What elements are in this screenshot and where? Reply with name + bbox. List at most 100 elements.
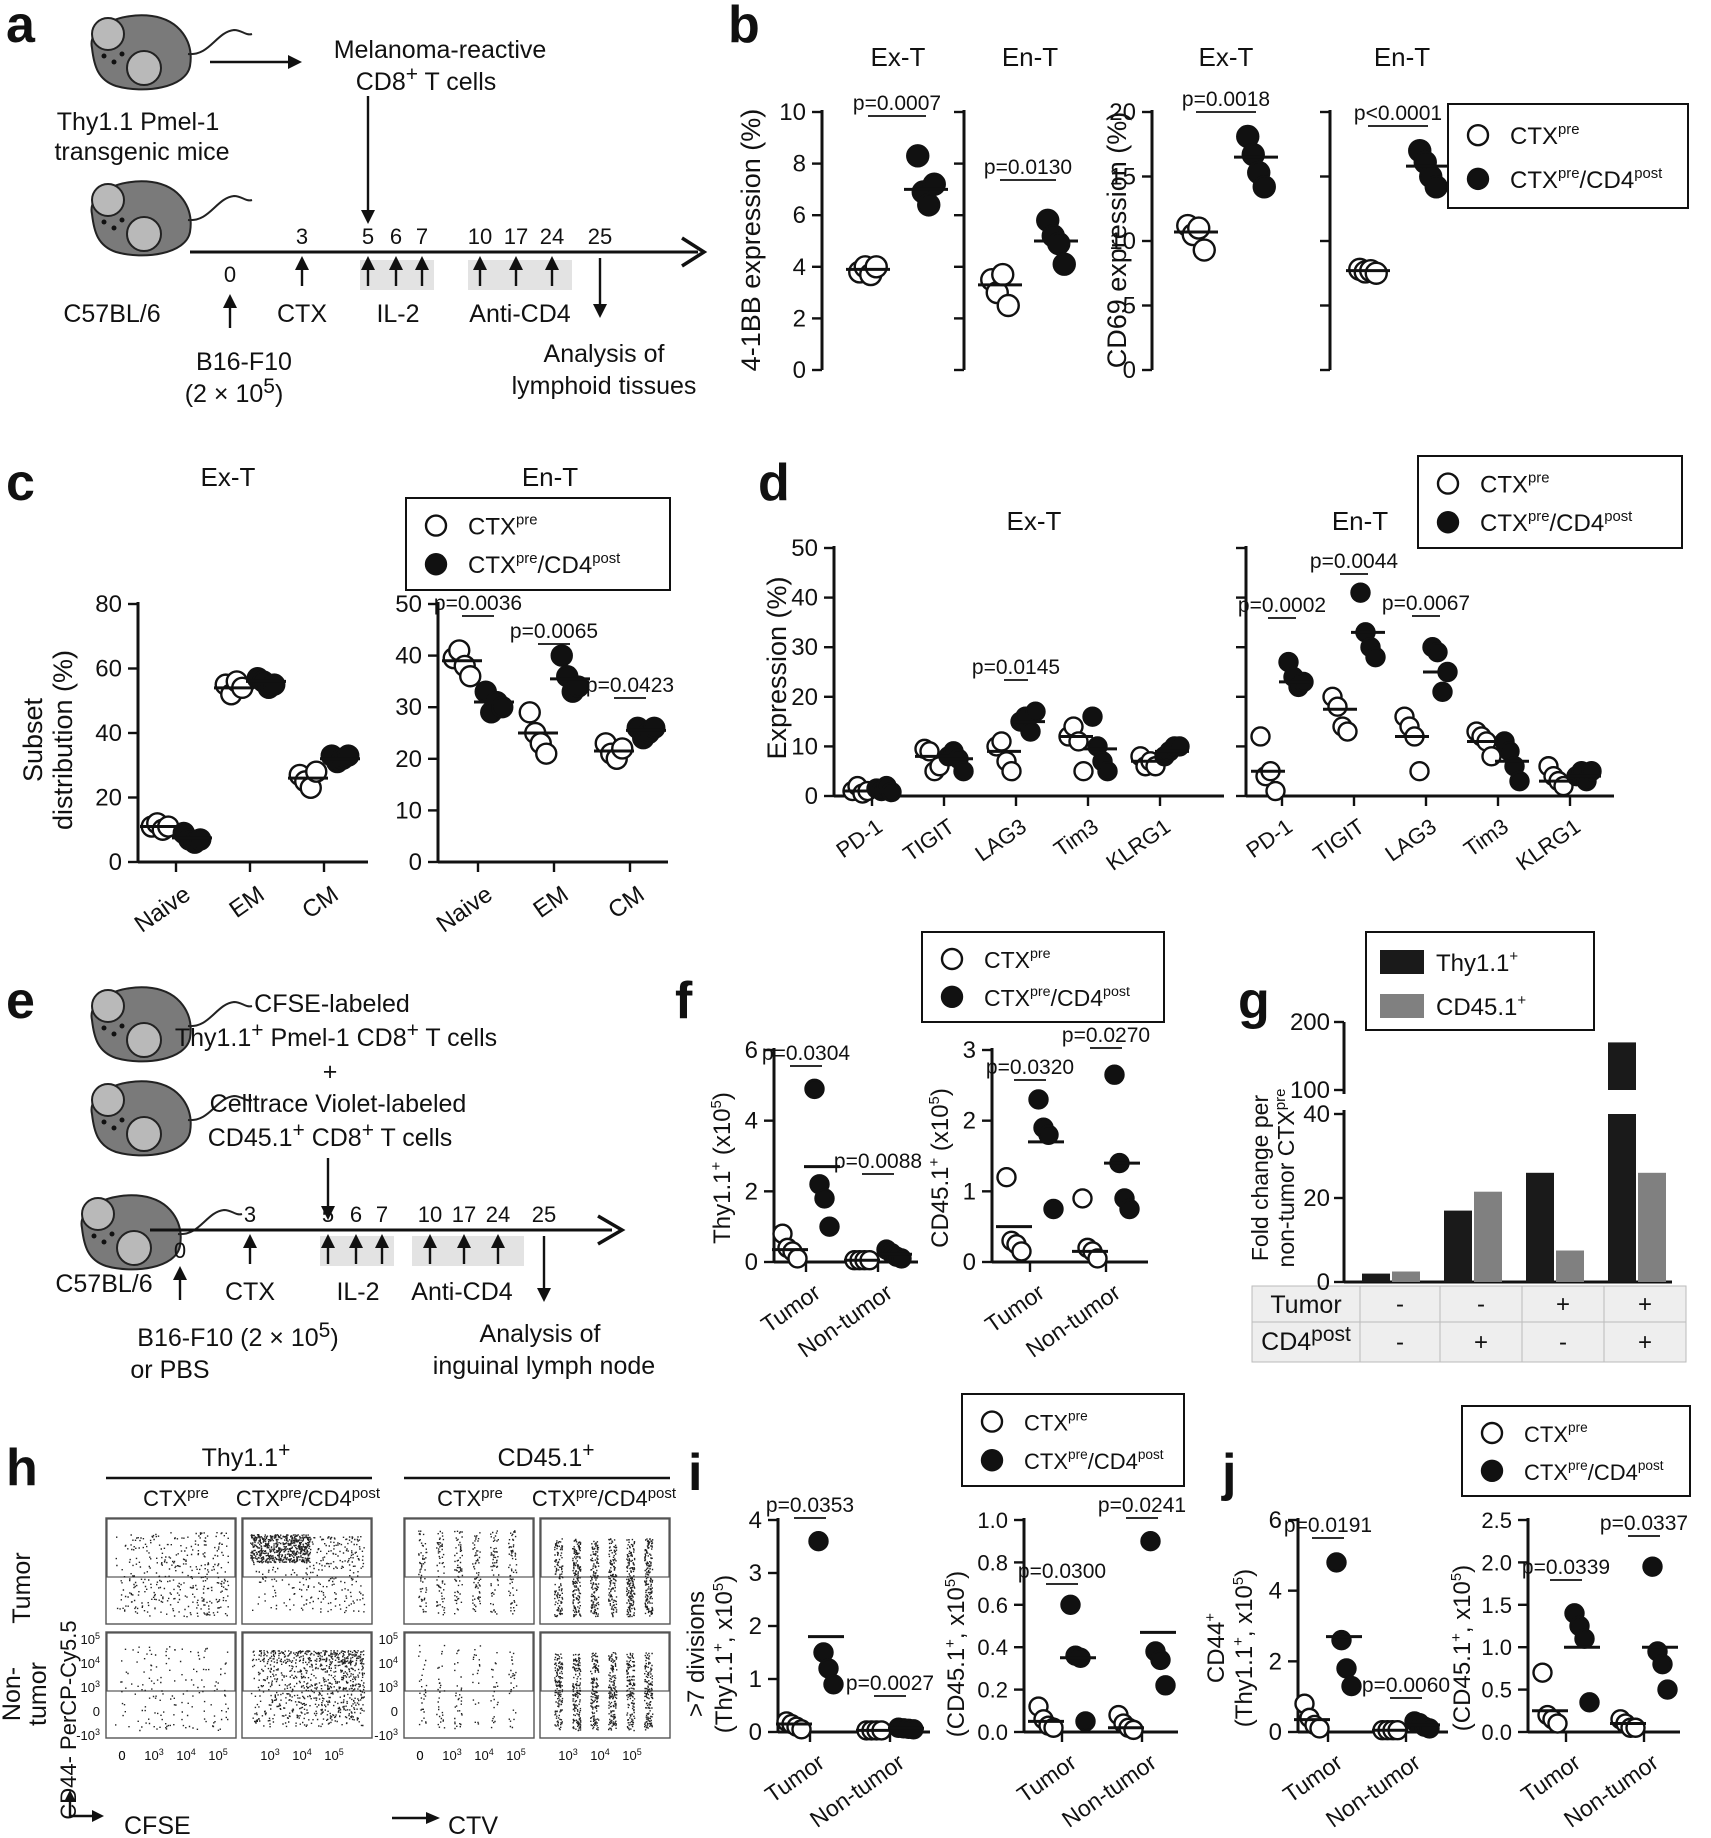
- timeline-day-label: 17: [504, 224, 528, 249]
- data-point: [1365, 646, 1386, 668]
- timeline-arrowhead: [375, 1234, 389, 1248]
- mouse-strain-label-1: Thy1.1 Pmel-1: [57, 108, 220, 136]
- y-tick-label: 20: [791, 684, 818, 711]
- x-tick-label: PD-1: [1241, 814, 1296, 863]
- y-tick-label: 30: [791, 634, 818, 661]
- bar: [1474, 1191, 1502, 1282]
- timeline-day-label: 3: [244, 1202, 256, 1227]
- data-point: [1119, 1198, 1140, 1220]
- y-tick-label: 10: [1109, 228, 1136, 255]
- chart-title: En-T: [1374, 42, 1430, 72]
- flow-row-tumor: Tumor: [8, 1552, 36, 1623]
- x-tick-label: LAG3: [970, 814, 1030, 867]
- ctv-label-2: CD45.1+ CD8+ T cells: [208, 1119, 453, 1152]
- x-tick-label: TIGIT: [898, 814, 958, 867]
- cfse-label-2: Thy1.1+ Pmel-1 CD8+ T cells: [175, 1019, 497, 1052]
- cells-label-2: CD8+ T cells: [356, 63, 497, 96]
- pvalue-label: p=0.0337: [1600, 1512, 1688, 1535]
- data-point: [1187, 216, 1211, 240]
- data-point: [864, 255, 888, 279]
- data-point: [459, 665, 482, 688]
- fold-change-table: Tumor CD4post --++-+-+: [1251, 1285, 1687, 1363]
- timeline-day-label: 7: [416, 224, 428, 249]
- legend-box: [1461, 1405, 1691, 1497]
- flow-plot: [105, 1631, 237, 1739]
- flow-y-tick-label: 0: [391, 1704, 398, 1719]
- tumor-label-1: B16-F10: [196, 348, 292, 376]
- data-point: [1028, 1089, 1049, 1110]
- anticd4-label: Anti-CD4: [411, 1278, 513, 1306]
- chart-title: Ex-T: [201, 462, 256, 492]
- y-tick-label: 10: [791, 733, 818, 760]
- legend-label: Thy1.1+: [1436, 948, 1518, 977]
- y-tick-label: 40: [95, 720, 122, 747]
- mouse-icon: [90, 986, 253, 1063]
- timeline-arrowhead: [361, 256, 375, 270]
- data-point: [1150, 1649, 1171, 1671]
- flow-plot: [241, 1517, 373, 1625]
- y-axis-label: (CD45.1+, x105): [943, 1571, 970, 1737]
- timeline-arrowhead: [473, 256, 487, 270]
- chart-title: Ex-T: [1199, 42, 1254, 72]
- legend-label-ctxpre-cd4post: CTXpre/CD4post: [1510, 166, 1663, 194]
- data-point: [953, 761, 974, 782]
- data-point: [1309, 1718, 1330, 1739]
- y-tick-label: 20: [1109, 99, 1136, 126]
- data-point: [1087, 1248, 1108, 1269]
- pvalue-label: p=0.0300: [1018, 1560, 1106, 1583]
- data-point: [1097, 761, 1118, 782]
- y-axis-label: non-tumor CTXpre: [1272, 1089, 1299, 1268]
- data-point: [567, 675, 590, 698]
- flow-x-tick-label: 104: [176, 1747, 195, 1763]
- data-point: [1419, 1718, 1440, 1739]
- timeline-arrowhead: [593, 304, 607, 318]
- panel-label-f: f: [675, 972, 693, 1030]
- data-point: [1250, 726, 1271, 747]
- flow-plot: [241, 1631, 373, 1739]
- analysis-label-1: Analysis of: [480, 1320, 601, 1348]
- table-cell: -: [1477, 1291, 1485, 1318]
- timeline-day-label: 5: [322, 1202, 334, 1227]
- pvalue-label: p=0.0241: [1098, 1494, 1186, 1517]
- data-point: [1336, 1658, 1357, 1679]
- timeline-arrowhead: [243, 1234, 257, 1248]
- legend-label-ctxpre-cd4post: CTXpre/CD4post: [468, 551, 621, 579]
- x-tick-label: KLRG1: [1101, 814, 1174, 876]
- flow-plot-frame: [105, 1631, 237, 1739]
- y-tick-label: 20: [395, 746, 422, 773]
- pvalue-label: p=0.0270: [1062, 1024, 1150, 1047]
- pvalue-label: p<0.0001: [1354, 102, 1442, 125]
- y-tick-label: 50: [395, 591, 422, 618]
- y-tick-label: 100: [1290, 1077, 1330, 1104]
- legend-marker-open: [1436, 472, 1460, 495]
- data-point: [787, 1248, 808, 1269]
- legend-marker-open: [940, 947, 964, 971]
- y-tick-label: 4: [745, 1108, 758, 1135]
- panel-label-d: d: [758, 454, 790, 512]
- data-point: [643, 716, 666, 740]
- host-label: C57BL/6: [55, 1270, 152, 1298]
- legend-marker-open: [1480, 1421, 1504, 1445]
- data-point: [1043, 1717, 1064, 1738]
- bar: [1526, 1172, 1554, 1282]
- data-point: [263, 673, 286, 696]
- y-tick-label: 4: [749, 1507, 762, 1534]
- pvalue-label: p=0.0007: [853, 92, 941, 115]
- timeline-arrowhead: [415, 256, 429, 270]
- bar: [1608, 1114, 1636, 1282]
- pvalue-label: p=0.0036: [434, 592, 522, 615]
- legend-label-ctxpre: CTXpre: [1510, 122, 1580, 150]
- y-axis-label: (Thy1.1+, x105): [1231, 1569, 1258, 1727]
- legend-marker-open: [980, 1410, 1004, 1433]
- pvalue-label: p=0.0130: [984, 156, 1072, 179]
- timeline-day-label: 24: [486, 1202, 510, 1227]
- legend-label-ctxpre-cd4post: CTXpre/CD4post: [1024, 1447, 1164, 1474]
- flow-plot-frame: [105, 1517, 237, 1625]
- legend-box: [1417, 455, 1683, 549]
- flow-x-tick-label: 0: [416, 1748, 423, 1763]
- flow-gate: [242, 1518, 372, 1578]
- table-cell: +: [1638, 1329, 1652, 1356]
